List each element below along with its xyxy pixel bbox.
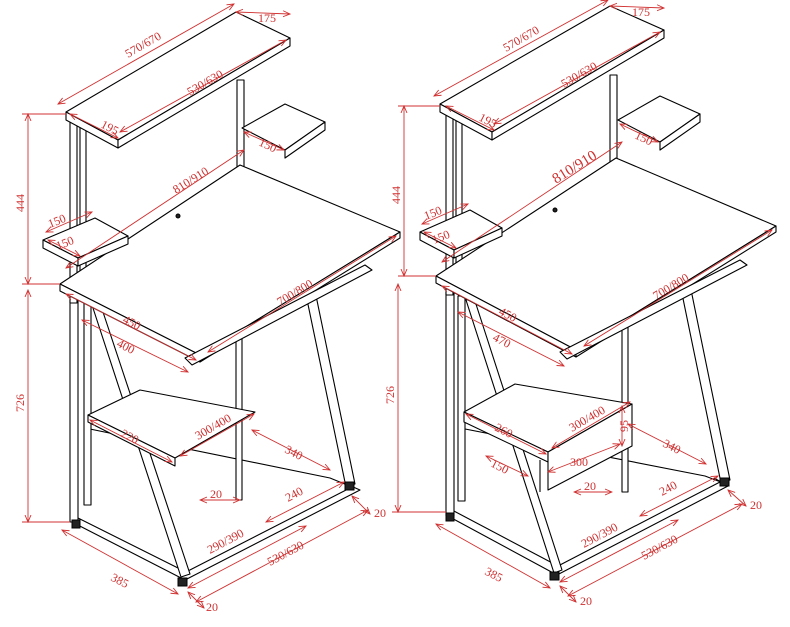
dim-label: 385: [483, 564, 505, 585]
left-post-front: [445, 291, 455, 517]
dim-label: 20: [584, 479, 596, 493]
dim-label: 20: [750, 498, 762, 512]
dim-label: 726: [383, 386, 397, 404]
dim-label: 95: [617, 420, 631, 432]
foot-front: [549, 571, 560, 581]
dim-label: 300: [570, 455, 588, 469]
dim-label: 470: [491, 330, 513, 351]
foot-right: [344, 481, 355, 491]
foot-left: [445, 512, 455, 522]
dim-label: 150: [430, 227, 452, 247]
dim-label: 150: [46, 211, 68, 231]
desktop: [59, 164, 401, 356]
foot-right: [719, 477, 730, 487]
dim-label: 530/630: [639, 532, 680, 563]
dim-label: 726: [13, 394, 27, 412]
desktop: [435, 157, 777, 351]
grommet-hole: [175, 213, 181, 219]
dim-label: 385: [109, 570, 131, 591]
dim-label: 150: [54, 233, 76, 253]
grommet-hole: [552, 207, 558, 213]
dim-label: 444: [389, 186, 403, 204]
dim-label: 340: [661, 436, 683, 457]
dim-label: 20: [206, 600, 218, 614]
right-z-leg: [304, 285, 356, 488]
dim-label: 20: [374, 506, 386, 520]
right-side-shelf: [617, 95, 701, 143]
left-post-rear: [457, 295, 466, 502]
dim-label: 240: [657, 478, 679, 499]
left-post-front: [69, 299, 79, 523]
dim-label: 175: [632, 5, 650, 19]
dim-label: 340: [283, 442, 305, 463]
dim-label: 530/630: [265, 538, 306, 569]
dim-label: 150: [422, 203, 444, 223]
dim-label: 444: [13, 194, 27, 212]
dim-label: 400: [115, 336, 137, 357]
foot-left: [71, 519, 81, 529]
dim-label: 175: [258, 11, 276, 25]
dim-label: 20: [580, 594, 592, 608]
dim-label: 290/390: [579, 520, 620, 551]
right-side-shelf: [241, 103, 326, 151]
dim-label: 20: [210, 487, 222, 501]
dim-label: 150: [257, 135, 279, 155]
desk-right-structure: [419, 5, 777, 581]
dim-label: 240: [283, 484, 305, 505]
foot-front: [177, 577, 188, 587]
right-z-leg: [679, 279, 731, 484]
left-post-rear: [83, 299, 92, 506]
dim-label: 150: [633, 128, 655, 148]
